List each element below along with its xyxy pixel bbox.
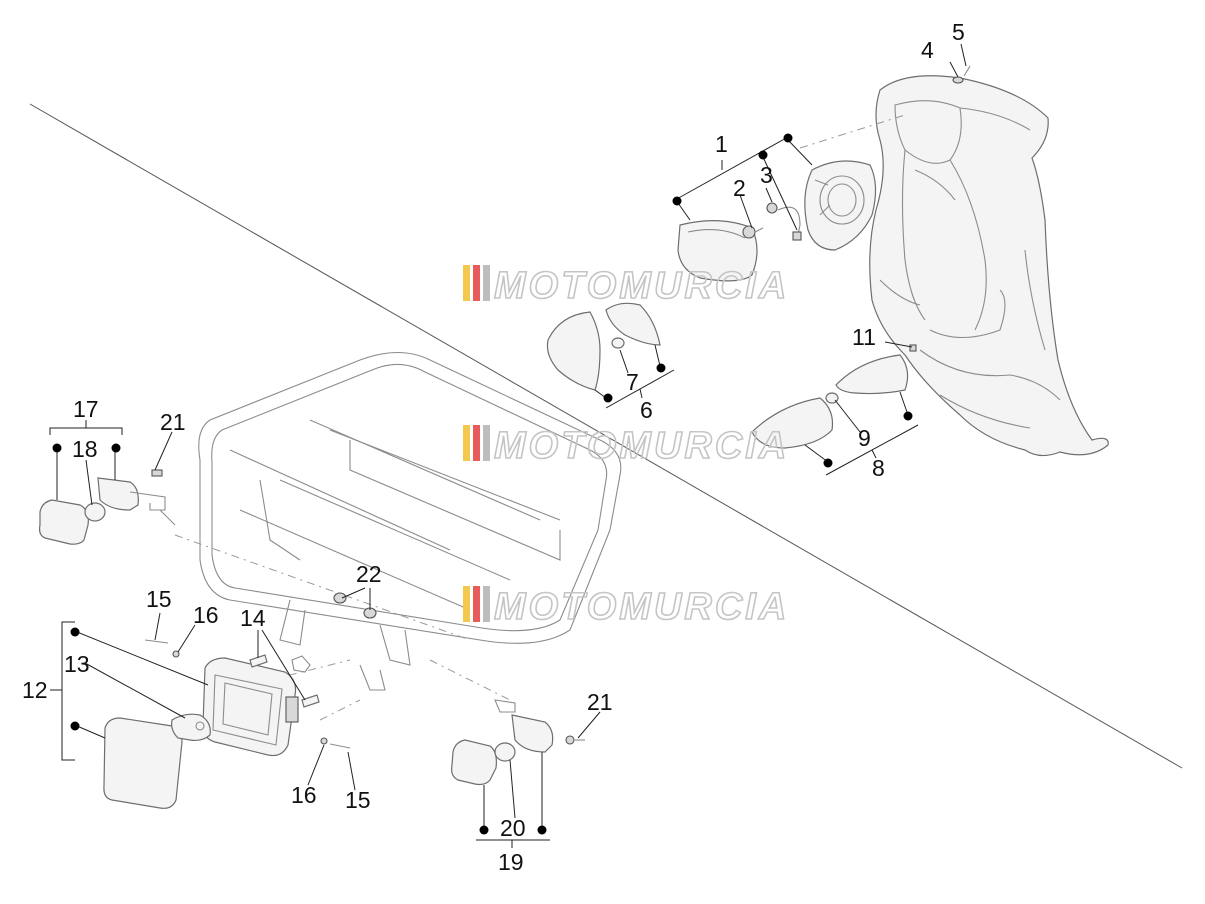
callout-dots	[52, 133, 913, 835]
screw-4-5	[952, 65, 971, 84]
callout-21a: 21	[160, 409, 186, 435]
callout-13: 13	[64, 651, 90, 677]
headlamp-assembly	[677, 160, 877, 282]
callout-4: 4	[921, 37, 934, 63]
rear-lamp-assembly	[103, 592, 377, 809]
watermark-2: MOTOMURCIA	[463, 424, 789, 468]
watermark-3: MOTOMURCIA	[463, 585, 789, 629]
rear-indicator-left	[38, 469, 176, 545]
callout-12: 12	[22, 677, 48, 703]
callout-11: 11	[852, 324, 876, 350]
svg-text:MOTOMURCIA: MOTOMURCIA	[494, 425, 789, 467]
watermark-1: MOTOMURCIA	[463, 264, 789, 308]
callout-19: 19	[498, 849, 524, 875]
callout-3: 3	[760, 162, 773, 188]
callout-20: 20	[500, 815, 526, 841]
callout-6: 6	[640, 397, 653, 423]
svg-text:MOTOMURCIA: MOTOMURCIA	[494, 265, 789, 307]
svg-text:MOTOMURCIA: MOTOMURCIA	[494, 586, 789, 628]
callout-15a: 15	[146, 586, 172, 612]
rear-indicator-right	[451, 699, 585, 786]
callout-2: 2	[733, 175, 746, 201]
callout-22: 22	[356, 561, 382, 587]
luggage-rack	[198, 352, 622, 691]
leader-lines	[49, 43, 967, 848]
callout-15b: 15	[345, 787, 371, 813]
callout-16b: 16	[291, 782, 317, 808]
front-indicator-left	[546, 302, 661, 391]
callout-14: 14	[240, 605, 266, 631]
callout-7: 7	[626, 369, 639, 395]
callout-5: 5	[952, 19, 965, 45]
callout-1: 1	[715, 131, 728, 157]
front-shield-assembly	[869, 75, 1109, 457]
callout-18: 18	[72, 436, 98, 462]
callout-8: 8	[872, 455, 885, 481]
callout-16a: 16	[193, 602, 219, 628]
callout-labels: 1 2 3 4 5 6 7 8 9 11 12 13 14 15 15 16 1…	[22, 19, 965, 875]
separator-line	[29, 103, 1183, 769]
callout-9: 9	[858, 425, 871, 451]
callout-21b: 21	[587, 689, 613, 715]
callout-17: 17	[73, 396, 99, 422]
